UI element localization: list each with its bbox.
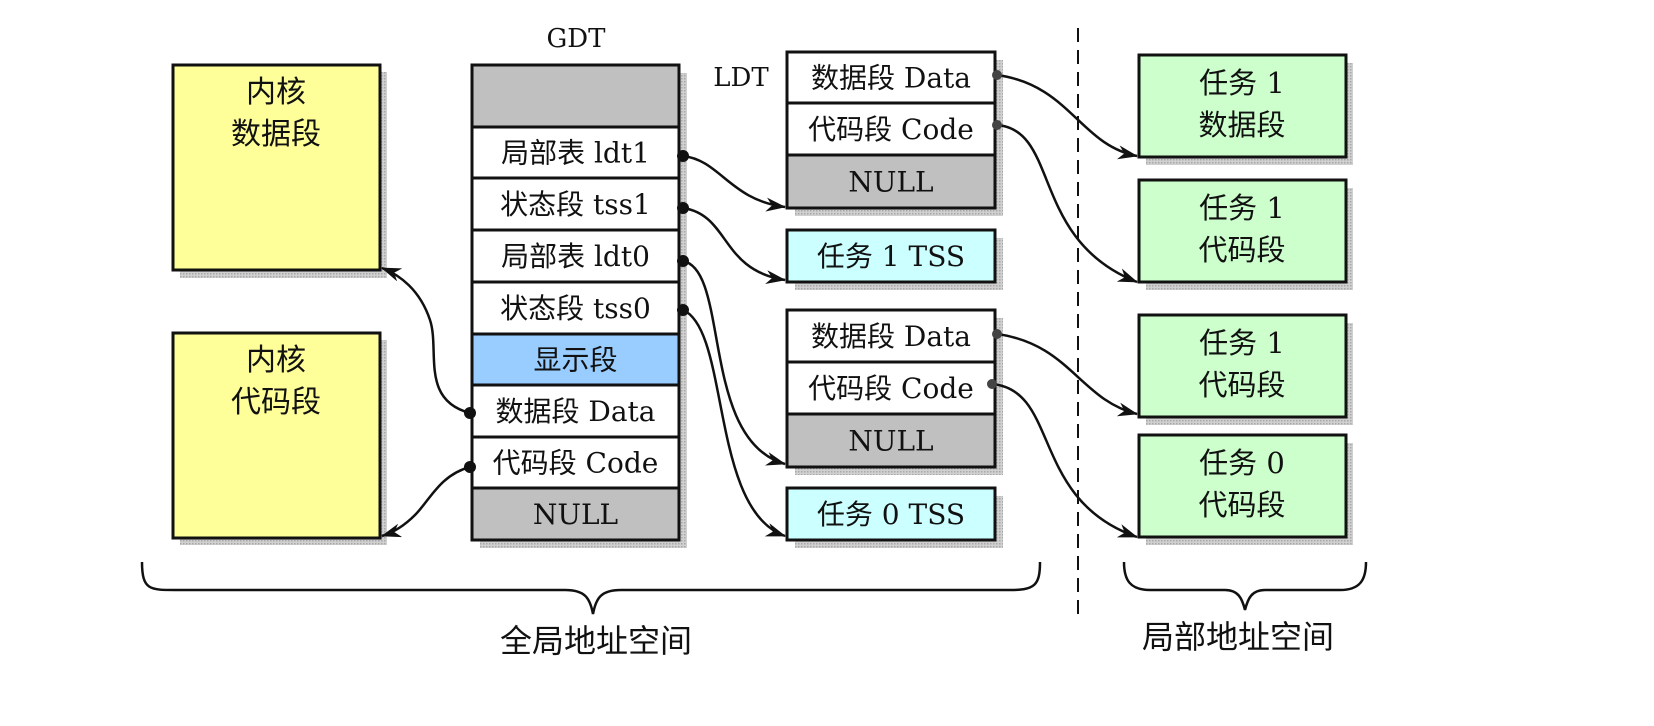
ldt0-row-label: NULL xyxy=(848,425,933,458)
dot-ldt1 xyxy=(677,150,689,162)
kernel-data-line2: 数据段 xyxy=(231,117,321,152)
gdt-row-label: 显示段 xyxy=(533,344,617,377)
gdt-row-label: 状态段 tss1 xyxy=(500,188,651,221)
gdt-title: GDT xyxy=(547,24,607,54)
task1-tss-box xyxy=(785,228,997,284)
connector-dots xyxy=(464,70,1002,473)
dot-tss0 xyxy=(677,304,689,316)
task-segment-box xyxy=(1137,313,1348,419)
kernel-code-line2: 代码段 xyxy=(231,385,321,420)
global-space-brace xyxy=(140,561,1042,615)
task-segment-line2: 数据段 xyxy=(1198,108,1285,142)
global-space-label: 全局地址空间 xyxy=(500,622,692,660)
kernel-code-line1: 内核 xyxy=(246,343,306,378)
arrow-ldt0-code-to-task0-code xyxy=(991,382,1138,539)
arrow-ldt1-data-to-task1-data xyxy=(996,73,1138,160)
task-segment-line1: 任务 1 xyxy=(1199,191,1285,225)
dot-gdt-code xyxy=(464,461,476,473)
gdt-row-0 xyxy=(470,63,681,129)
arrow-gdt-data-to-kernel-data xyxy=(381,266,471,415)
gdt-row-label: 局部表 ldt1 xyxy=(501,137,650,170)
task-segment-line2: 代码段 xyxy=(1198,488,1285,522)
ldt0-row-0 xyxy=(785,308,997,364)
arrow-gdt-code-to-kernel-code xyxy=(381,465,471,538)
dot-ldt0-data xyxy=(992,329,1002,339)
gdt-row-label: 状态段 tss0 xyxy=(500,292,651,325)
task-segment-box xyxy=(1137,53,1348,159)
task-segment-box xyxy=(1137,433,1348,539)
task-segment-line2: 代码段 xyxy=(1198,233,1285,267)
kernel-code-segment: 内核 代码段 xyxy=(171,331,387,545)
arrow-ldt0-data-to-task-segment xyxy=(996,332,1138,417)
dot-ldt0-code xyxy=(987,379,997,389)
kernel-data-segment: 内核 数据段 xyxy=(171,63,387,278)
dot-gdt-data xyxy=(464,407,476,419)
ldt0-row-label: 数据段 Data xyxy=(811,320,971,353)
task-segment-line1: 任务 1 xyxy=(1199,66,1285,100)
task1-tss: 任务 1 TSS xyxy=(785,228,1003,290)
ldt1-row-label: 数据段 Data xyxy=(811,62,971,95)
task-segment-line1: 任务 1 xyxy=(1199,326,1285,360)
ldt1-row-label: NULL xyxy=(848,166,933,199)
task1-tss-label: 任务 1 TSS xyxy=(817,240,965,273)
arrow-ldt1-to-ldt-table xyxy=(682,154,786,212)
local-space-brace xyxy=(1122,561,1368,611)
gdt-row-label: 局部表 ldt0 xyxy=(501,240,650,273)
dot-ldt1-data xyxy=(992,70,1002,80)
dot-tss1 xyxy=(677,202,689,214)
gdt-row-6 xyxy=(470,383,681,439)
task-segment-box xyxy=(1137,178,1348,284)
gdt-row-5 xyxy=(470,332,681,387)
arrow-ldt1-code-to-task1-code xyxy=(996,123,1138,284)
gdt-row-label: 代码段 Code xyxy=(493,447,659,480)
local-space-label: 局部地址空间 xyxy=(1142,618,1334,656)
gdt-row-label: NULL xyxy=(533,498,618,531)
task-segment-line2: 代码段 xyxy=(1198,368,1285,402)
kernel-data-box xyxy=(171,63,382,272)
connectors xyxy=(381,73,1138,539)
task0-tss: 任务 0 TSS xyxy=(785,486,1003,548)
arrow-tss1-to-task1-tss xyxy=(682,206,786,285)
ldt0-row-label: 代码段 Code xyxy=(808,372,974,405)
ldt-title: LDT xyxy=(713,63,769,93)
kernel-code-box xyxy=(171,331,382,540)
ldt1-row-label: 代码段 Code xyxy=(808,113,974,146)
gdt-row-8 xyxy=(470,486,681,542)
ldt0-row-1 xyxy=(785,360,997,416)
ldt1-row-2 xyxy=(785,153,997,210)
kernel-data-line1: 内核 xyxy=(246,75,306,110)
task-segment-line1: 任务 0 xyxy=(1199,446,1285,480)
ldt0-row-2 xyxy=(785,412,997,469)
arrow-ldt0-to-ldt0-table xyxy=(682,259,786,466)
task0-tss-box xyxy=(785,486,997,542)
dot-ldt0 xyxy=(677,255,689,267)
arrow-tss0-to-task0-tss xyxy=(682,308,786,538)
task0-tss-label: 任务 0 TSS xyxy=(817,498,965,531)
dot-ldt1-code xyxy=(992,120,1002,130)
gdt-row-label: 数据段 Data xyxy=(496,395,656,428)
